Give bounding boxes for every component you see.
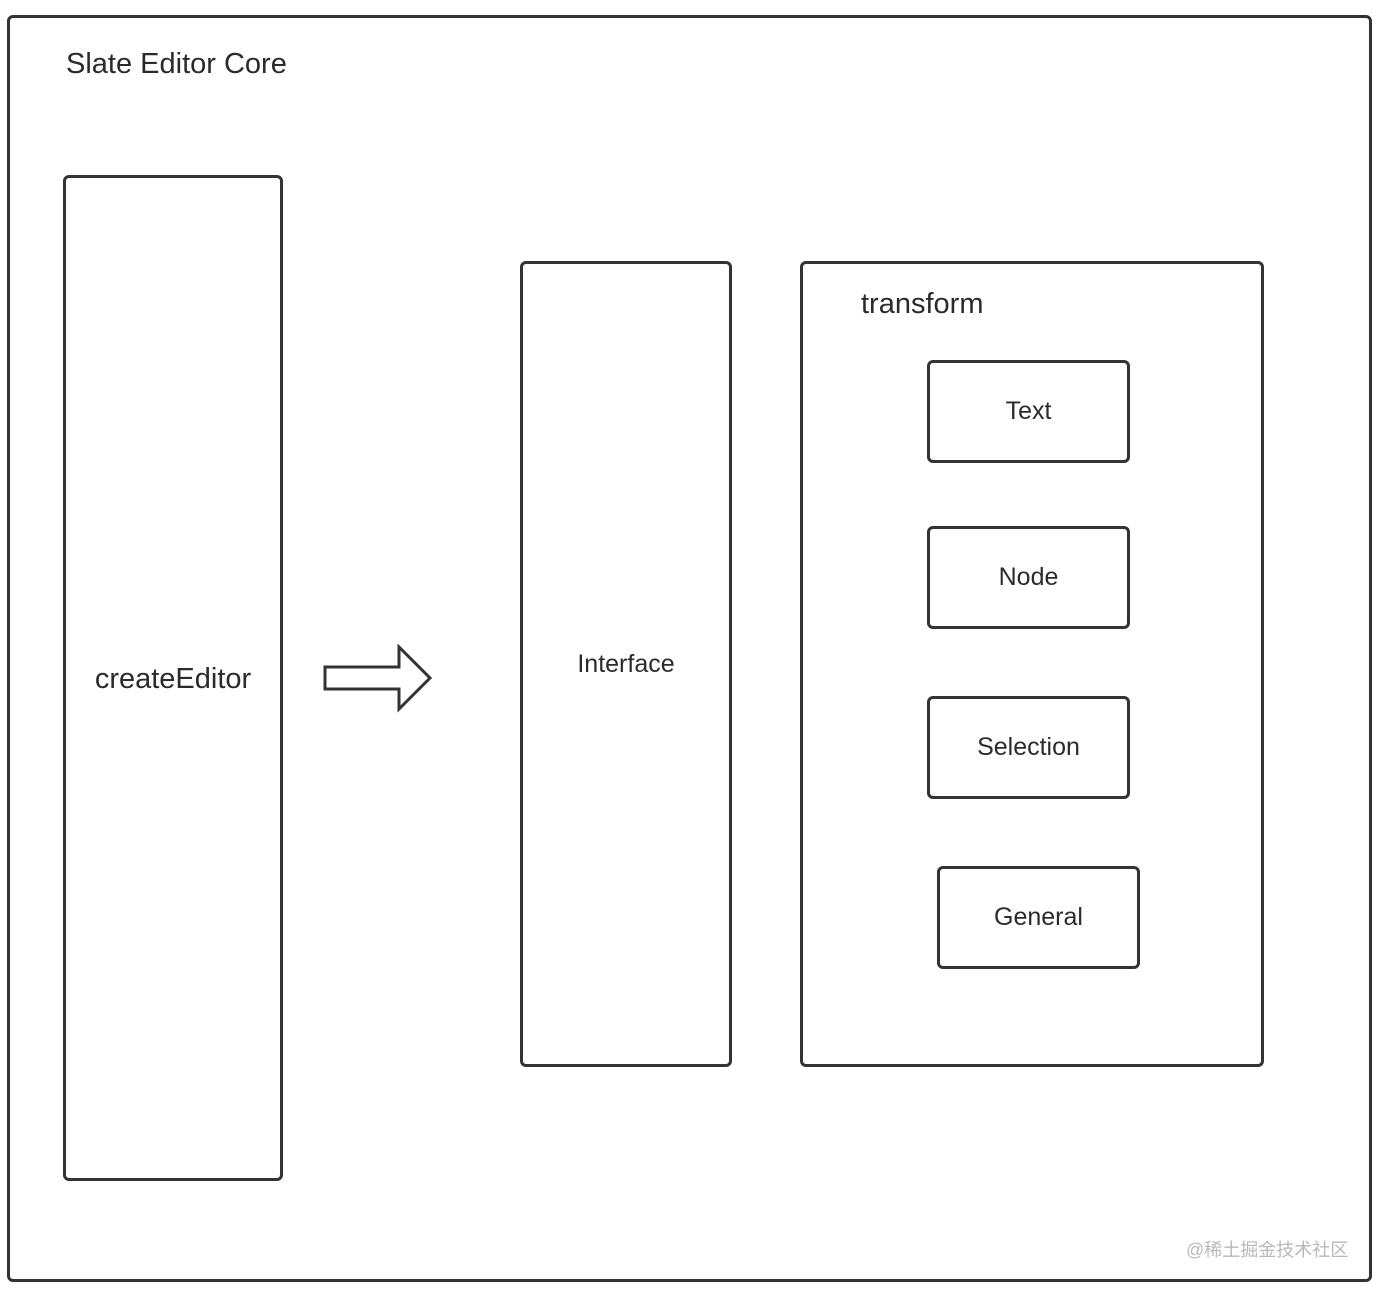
transform-item-selection: Selection bbox=[927, 696, 1130, 799]
create-editor-box: createEditor bbox=[63, 175, 283, 1181]
transform-item-text: Text bbox=[927, 360, 1130, 463]
interface-box: Interface bbox=[520, 261, 732, 1067]
create-editor-label: createEditor bbox=[94, 663, 252, 695]
right-arrow-icon bbox=[323, 644, 433, 713]
transform-item-general: General bbox=[937, 866, 1140, 969]
watermark: @稀土掘金技术社区 bbox=[1186, 1240, 1349, 1260]
transform-title: transform bbox=[861, 288, 984, 320]
transform-item-node: Node bbox=[927, 526, 1130, 629]
transform-box: transform Text Node Selection General bbox=[800, 261, 1264, 1067]
interface-label: Interface bbox=[577, 650, 675, 678]
diagram-title: Slate Editor Core bbox=[66, 48, 287, 80]
